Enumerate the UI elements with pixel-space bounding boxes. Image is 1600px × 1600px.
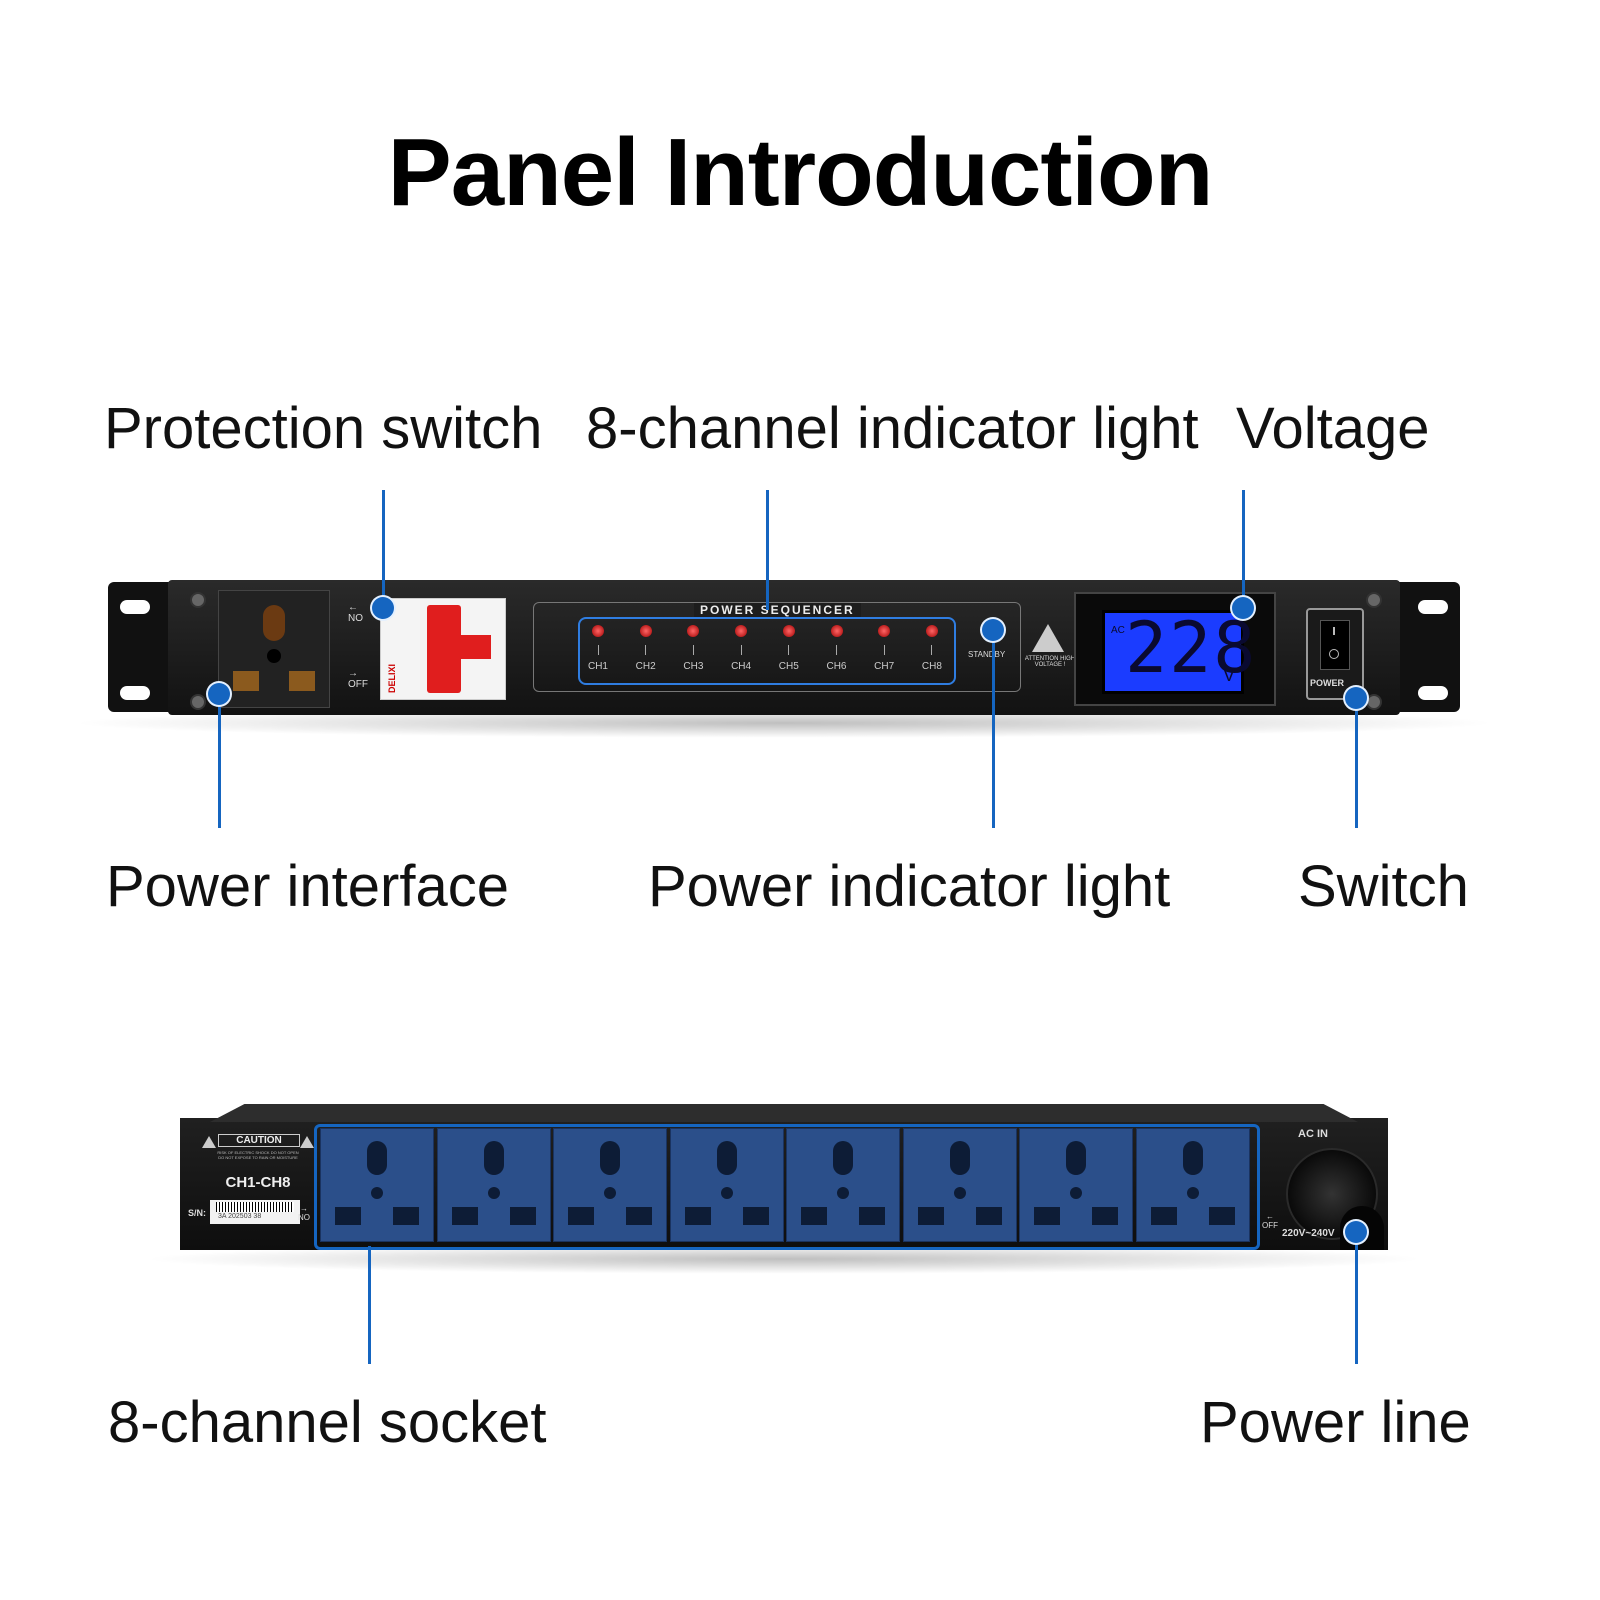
rear-socket-1 — [320, 1128, 434, 1242]
caution-left-icon — [202, 1136, 216, 1148]
label-power-indicator: Power indicator light — [648, 854, 1171, 919]
channel-label-6: CH6 — [826, 661, 847, 672]
label-socket: 8-channel socket — [108, 1390, 547, 1455]
label-protection-switch: Protection switch — [104, 396, 543, 461]
label-switch: Switch — [1298, 854, 1469, 919]
caution-text: RISK OF ELECTRIC SHOCK DO NOT OPEN DO NO… — [217, 1150, 299, 1160]
rear-model-label: CH1-CH8 — [225, 1174, 291, 1191]
rear-voltage-label: 220V~240V — [1282, 1228, 1335, 1239]
page-title: Panel Introduction — [387, 119, 1214, 226]
breaker-brand: DELIXI — [387, 663, 397, 693]
ac-in-label: AC IN — [1298, 1128, 1328, 1140]
channel-tick — [836, 645, 837, 655]
rear-socket-3 — [553, 1128, 667, 1242]
lcd-unit: V — [1223, 665, 1236, 685]
rear-arrow-left-icon: ← — [1266, 1212, 1274, 1221]
front-panel: ←NO →OFF DELIXI POWER SEQUENCER CH1 CH2 CH… — [68, 580, 1500, 738]
channel-led-6 — [830, 625, 843, 637]
rear-socket-2 — [436, 1128, 551, 1242]
label-power-interface: Power interface — [106, 854, 509, 919]
front-no-label: NO — [348, 613, 363, 624]
channel-led-7 — [878, 625, 891, 637]
rear-socket-7 — [1019, 1128, 1133, 1242]
arrow-right-icon: → — [348, 668, 358, 679]
label-power-line: Power line — [1200, 1390, 1471, 1455]
label-voltage: Voltage — [1236, 396, 1430, 461]
caution-right-icon — [300, 1136, 314, 1148]
standby-label: STANDBY — [968, 650, 1006, 659]
channel-led-2 — [639, 625, 652, 637]
lcd-voltage-value: 228 — [1125, 607, 1258, 689]
sn-value: 3A 202503 38 — [218, 1213, 262, 1220]
channel-label-7: CH7 — [874, 661, 895, 672]
channel-led-4 — [735, 625, 748, 637]
channel-tick — [883, 645, 885, 655]
channel-tick — [692, 645, 694, 655]
arrow-left-icon: ← — [348, 602, 358, 613]
channel-led-8 — [925, 625, 938, 637]
channel-tick — [788, 645, 790, 655]
channel-label-5: CH5 — [778, 661, 799, 672]
channel-tick — [645, 645, 647, 655]
rear-arrow-right-icon: → — [300, 1204, 308, 1213]
panel-name: POWER SEQUENCER — [694, 603, 861, 617]
rear-no-label: NO — [298, 1213, 310, 1222]
channel-led-5 — [782, 625, 795, 637]
sn-label: S/N: — [188, 1208, 206, 1218]
channel-label-3: CH3 — [683, 661, 704, 672]
voltage-display: AC 228 V — [1102, 607, 1255, 694]
channel-tick — [597, 645, 599, 655]
channel-indicator-group — [578, 617, 956, 685]
channel-label-1: CH1 — [587, 661, 608, 672]
channel-led-3 — [687, 625, 700, 637]
rear-socket-8 — [1135, 1128, 1250, 1242]
serial-sticker: 3A 202503 38 — [210, 1200, 300, 1224]
channel-label-8: CH8 — [921, 661, 942, 672]
channel-label-4: CH4 — [731, 661, 752, 672]
rear-socket-6 — [902, 1128, 1017, 1242]
label-indicator-light: 8-channel indicator light — [586, 396, 1199, 461]
high-voltage-warning-icon — [1032, 624, 1064, 652]
protection-breaker[interactable]: DELIXI — [380, 598, 506, 700]
lcd-ac-label: AC — [1111, 625, 1125, 636]
socket-group — [314, 1124, 1260, 1250]
caution-label: CAUTION — [218, 1134, 300, 1147]
barcode-icon — [216, 1202, 294, 1212]
rear-off-label: OFF — [1262, 1221, 1278, 1230]
power-switch[interactable]: POWER — [1306, 608, 1364, 700]
power-switch-label: POWER — [1310, 678, 1345, 688]
rear-socket-5 — [786, 1128, 900, 1242]
front-off-label: OFF — [348, 679, 368, 690]
channel-led-1 — [592, 625, 604, 637]
channel-tick — [931, 645, 933, 655]
channel-label-2: CH2 — [635, 661, 656, 672]
breaker-lever[interactable] — [427, 605, 461, 693]
channel-tick — [740, 645, 742, 655]
rear-socket-4 — [669, 1128, 784, 1242]
attention-label: ATTENTION HIGH VOLTAGE ! — [1024, 656, 1076, 668]
front-outlet — [218, 590, 330, 708]
rear-panel: CAUTION RISK OF ELECTRIC SHOCK DO NOT OP… — [140, 1104, 1428, 1274]
